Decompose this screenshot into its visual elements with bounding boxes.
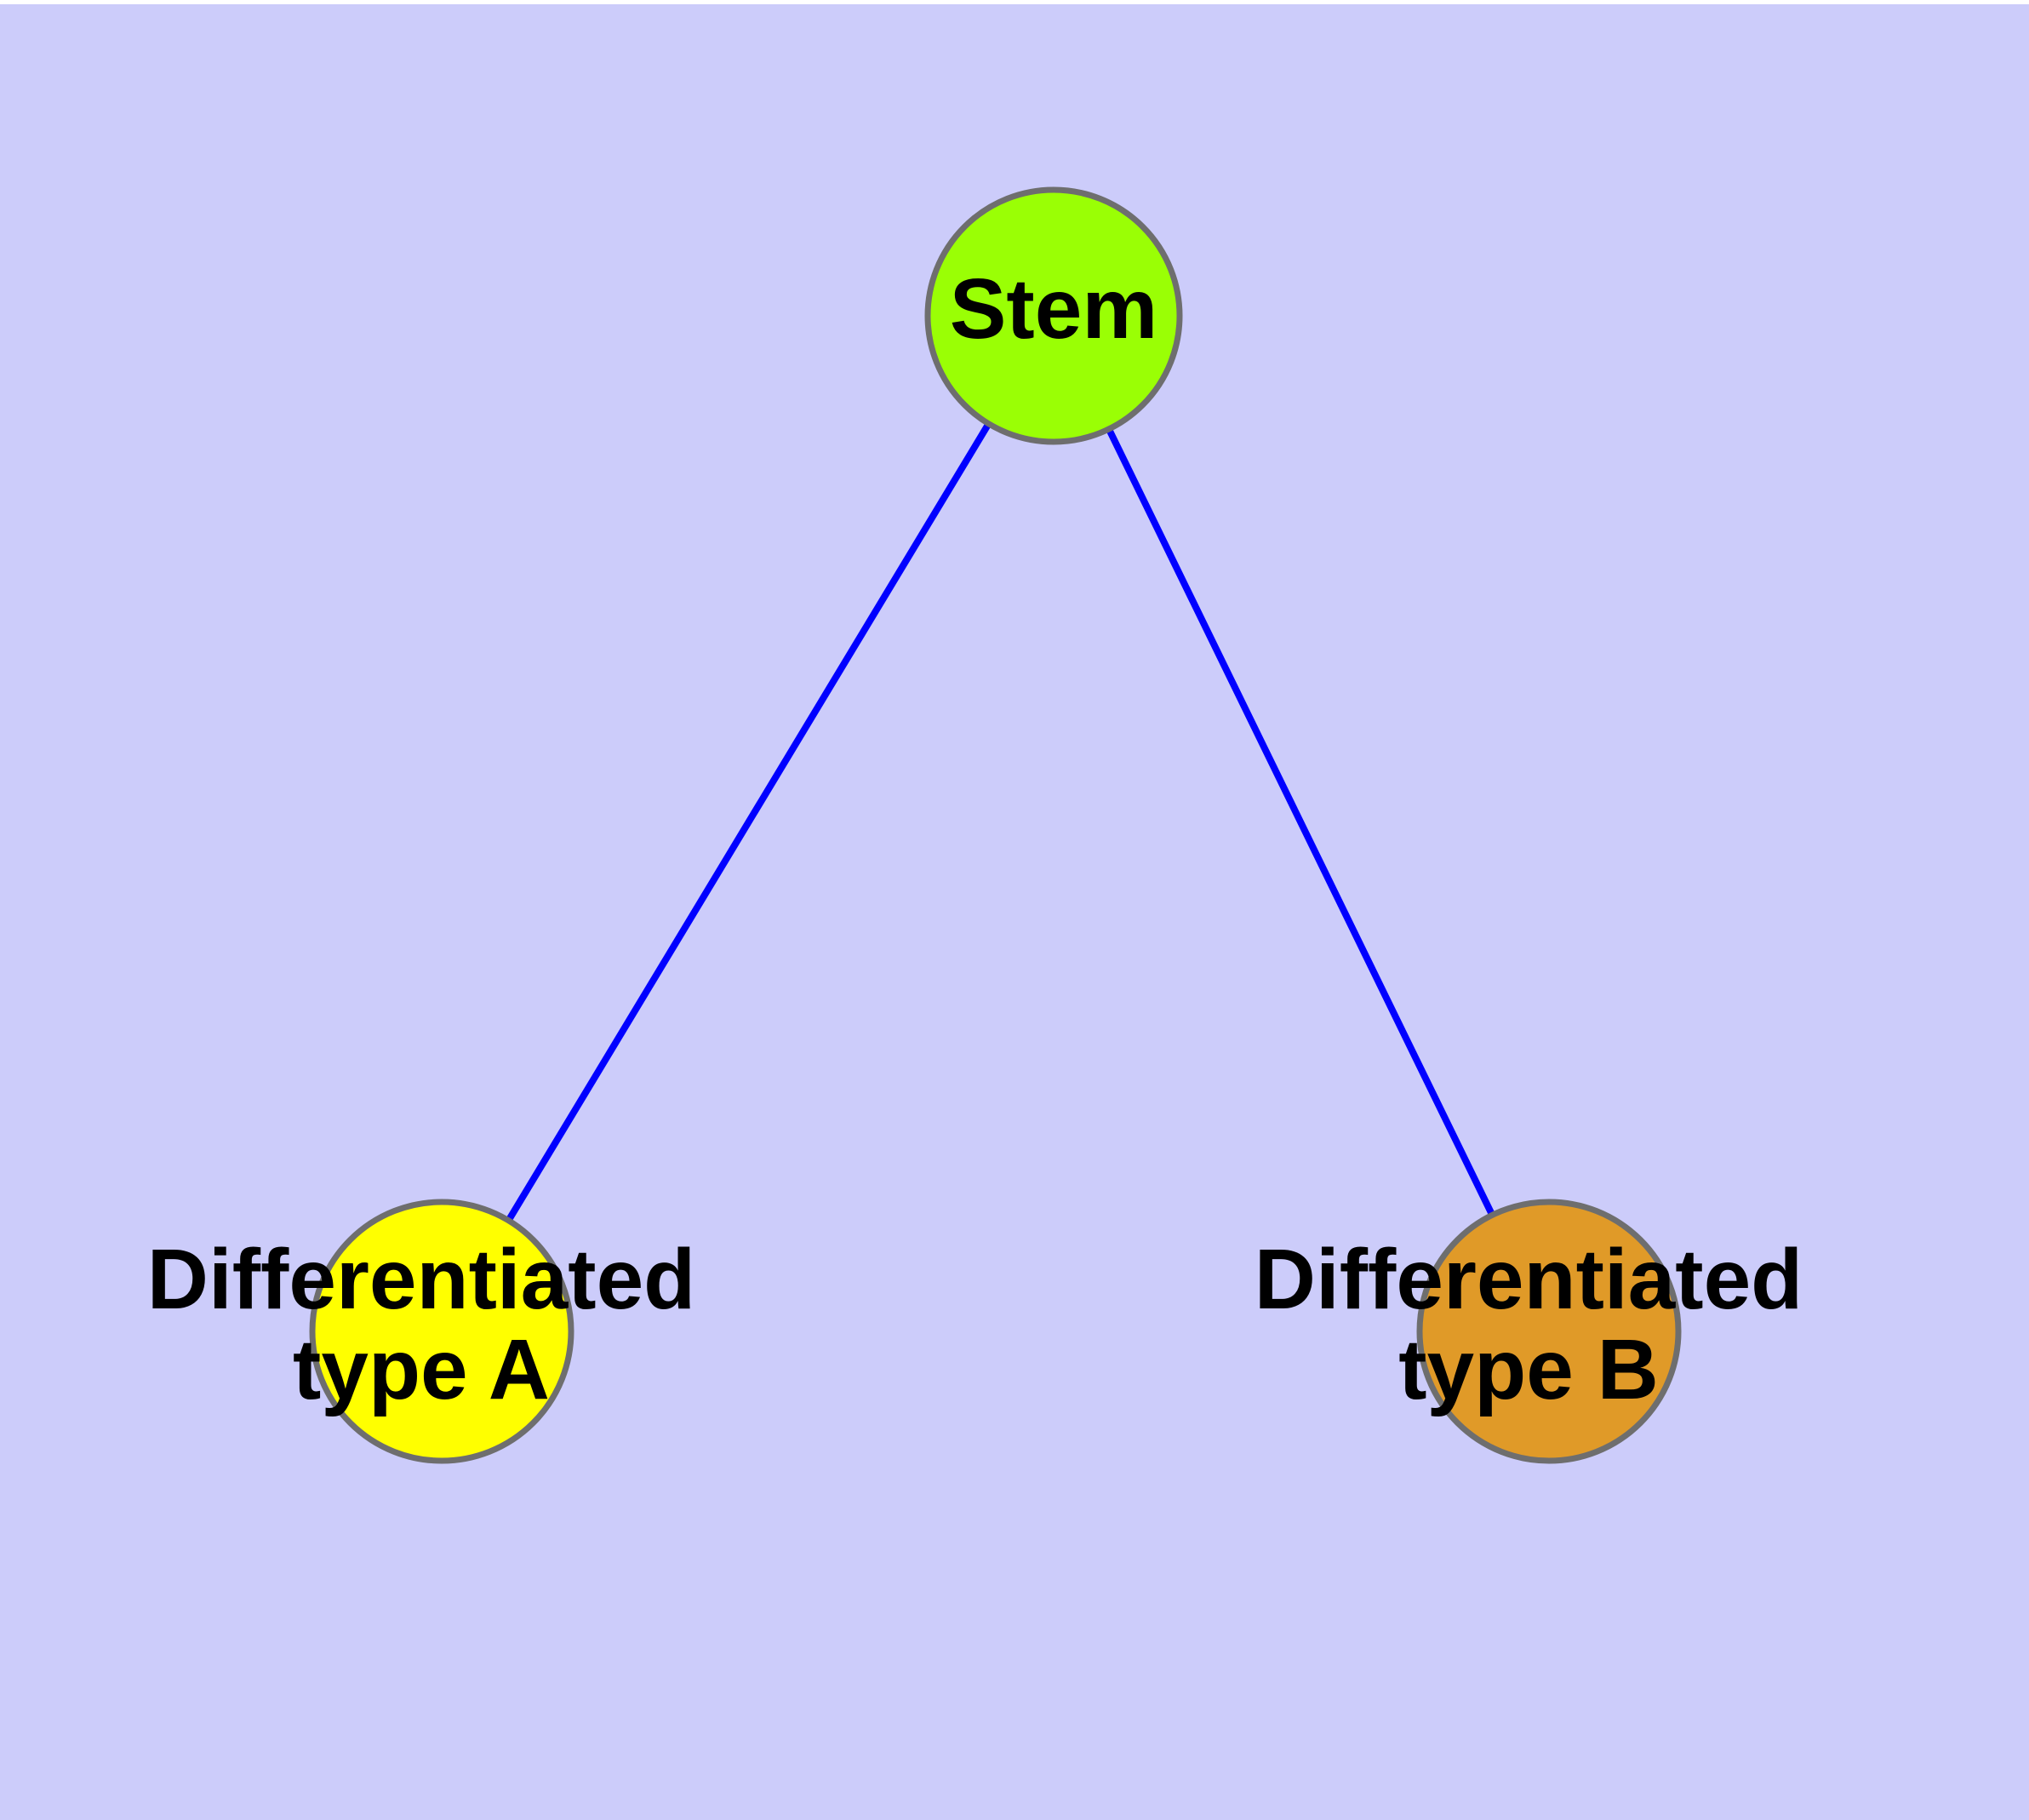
node-label-line: Stem	[950, 261, 1158, 357]
graph-node[interactable]: Stem	[924, 186, 1183, 445]
node-label-line: Differentiated	[1255, 1232, 1803, 1327]
node-label-line: type B	[1398, 1322, 1659, 1417]
graph-edge[interactable]	[506, 423, 991, 1222]
node-label-line: type A	[293, 1322, 550, 1417]
node-label-line: Differentiated	[147, 1232, 696, 1327]
node-circle[interactable]	[924, 186, 1183, 445]
edges-group	[506, 423, 1495, 1222]
node-circle[interactable]	[1416, 1199, 1682, 1464]
graph-edge[interactable]	[1106, 429, 1495, 1216]
node-circle[interactable]	[309, 1199, 574, 1464]
node-label: Stem	[950, 261, 1158, 357]
